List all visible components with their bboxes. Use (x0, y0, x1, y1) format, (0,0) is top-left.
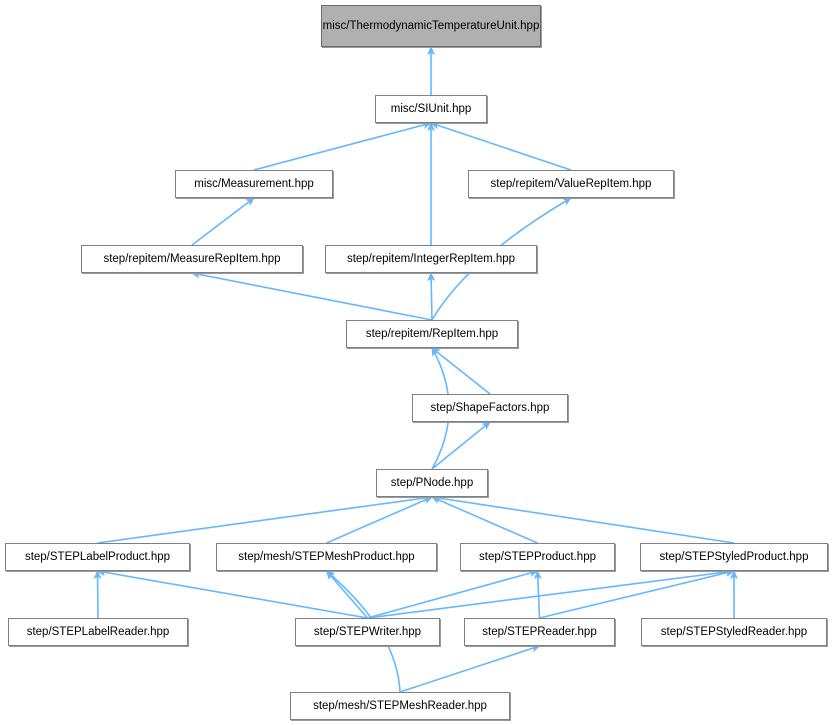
graph-node-repitem[interactable]: step/repitem/RepItem.hpp (346, 320, 518, 348)
graph-node-stepstyledproduct[interactable]: step/STEPStyledProduct.hpp (640, 543, 828, 571)
graph-node-stepproduct[interactable]: step/STEPProduct.hpp (460, 543, 615, 571)
graph-node-label: step/STEPLabelProduct.hpp (24, 550, 171, 563)
graph-node-measurerepitem[interactable]: step/repitem/MeasureRepItem.hpp (81, 245, 303, 273)
graph-edge-stepwriter-to-steplabelproduct (96, 568, 368, 619)
graph-edge-repitem-to-measurerepitem (191, 270, 433, 321)
graph-node-label: step/PNode.hpp (390, 476, 474, 489)
graph-edge-measurement-to-siunit (253, 121, 432, 171)
graph-node-shapefactors[interactable]: step/ShapeFactors.hpp (412, 394, 568, 422)
graph-node-label: step/STEPProduct.hpp (479, 550, 596, 563)
graph-node-label: step/repitem/MeasureRepItem.hpp (103, 252, 281, 265)
graph-node-valuerepitem[interactable]: step/repitem/ValueRepItem.hpp (468, 170, 674, 198)
graph-node-label: step/STEPStyledReader.hpp (660, 625, 808, 638)
graph-edge-stepwriter-to-stepproduct (367, 569, 539, 619)
graph-edge-stepwriter-to-stepstyledproduct (367, 568, 735, 619)
graph-node-thermo: misc/ThermodynamicTemperatureUnit.hpp (321, 5, 541, 47)
graph-edge-stepmeshproduct-to-pnode (326, 496, 433, 544)
graph-node-stepwriter[interactable]: step/STEPWriter.hpp (295, 618, 440, 646)
graph-edge-stepstyledproduct-to-pnode (431, 494, 735, 544)
graph-edge-valuerepitem-to-siunit (430, 121, 572, 171)
graph-node-stepmeshproduct[interactable]: step/mesh/STEPMeshProduct.hpp (216, 543, 437, 571)
graph-node-label: step/STEPWriter.hpp (313, 625, 422, 638)
graph-edge-measurerepitem-to-measurement (191, 197, 255, 246)
graph-edge-shapefactors-to-repitem (431, 347, 491, 395)
graph-node-label: step/STEPStyledProduct.hpp (659, 550, 809, 563)
graph-node-label: misc/Measurement.hpp (194, 177, 314, 190)
graph-node-label: misc/SIUnit.hpp (390, 102, 472, 115)
graph-edge-stepreader-to-stepstyledproduct (539, 568, 735, 619)
graph-edge-steplabelreader-to-steplabelproduct (93, 570, 102, 619)
graph-node-label: step/STEPLabelReader.hpp (26, 625, 170, 638)
graph-node-measurement[interactable]: misc/Measurement.hpp (175, 170, 333, 198)
graph-node-label: step/STEPReader.hpp (482, 625, 597, 638)
graph-node-label: step/repitem/ValueRepItem.hpp (490, 177, 652, 190)
graph-node-stepreader[interactable]: step/STEPReader.hpp (464, 618, 615, 646)
graph-edge-stepproduct-to-pnode (431, 496, 538, 544)
graph-edge-stepreader-to-stepproduct (533, 570, 542, 619)
graph-node-label: misc/ThermodynamicTemperatureUnit.hpp (322, 19, 540, 32)
graph-edge-stepmeshreader-to-stepreader (399, 644, 541, 693)
graph-node-label: step/repitem/RepItem.hpp (365, 327, 499, 340)
graph-node-label: step/repitem/IntegerRepItem.hpp (346, 252, 516, 265)
graph-edge-steplabelproduct-to-pnode (97, 494, 433, 544)
graph-edge-repitem-to-integerrepitem (427, 272, 436, 321)
graph-node-stepmeshreader[interactable]: step/mesh/STEPMeshReader.hpp (290, 692, 510, 720)
graph-node-pnode[interactable]: step/PNode.hpp (376, 469, 488, 497)
graph-node-steplabelreader[interactable]: step/STEPLabelReader.hpp (8, 618, 188, 646)
graph-node-stepstyledreader[interactable]: step/STEPStyledReader.hpp (641, 618, 827, 646)
graph-node-label: step/ShapeFactors.hpp (430, 401, 550, 414)
graph-node-integerrepitem[interactable]: step/repitem/IntegerRepItem.hpp (325, 245, 537, 273)
graph-node-siunit[interactable]: misc/SIUnit.hpp (375, 95, 487, 123)
graph-node-label: step/mesh/STEPMeshReader.hpp (313, 699, 487, 712)
graph-edge-pnode-to-shapefactors (431, 421, 491, 470)
graph-edge-stepwriter-to-stepmeshproduct (325, 570, 369, 619)
graph-node-steplabelproduct[interactable]: step/STEPLabelProduct.hpp (5, 543, 190, 571)
graph-node-label: step/mesh/STEPMeshProduct.hpp (238, 550, 415, 563)
